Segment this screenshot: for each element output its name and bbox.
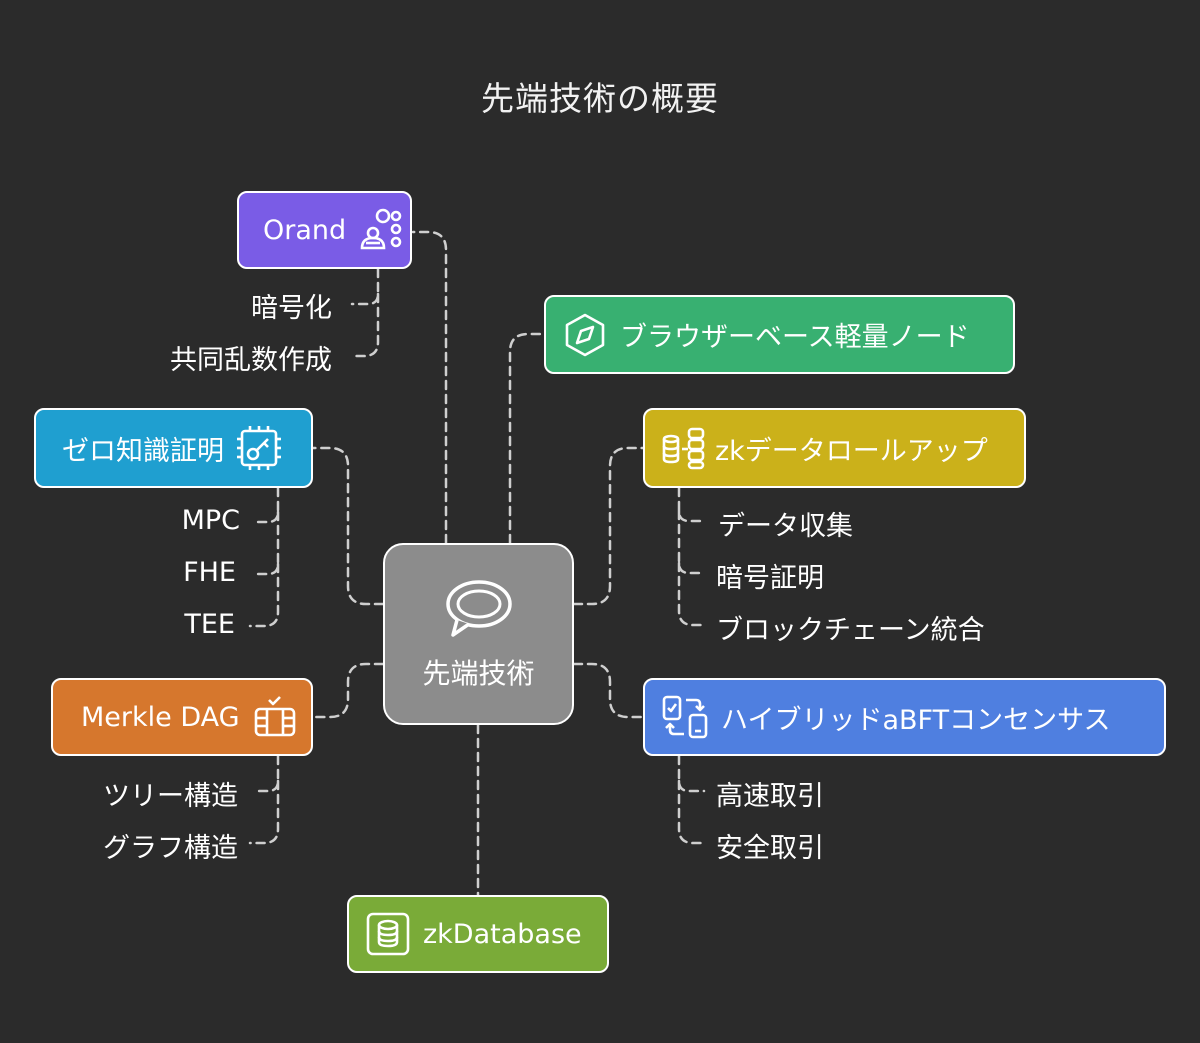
node-zk-proof-label: ゼロ知識証明: [62, 435, 224, 467]
leaf-zk-proof-1: MPC: [181, 505, 240, 536]
node-zk-proof[interactable]: ゼロ知識証明: [34, 408, 313, 488]
node-zkdatabase[interactable]: zkDatabase: [347, 895, 609, 973]
leaf-zk-rollup-1: データ収集: [718, 511, 853, 542]
node-hybrid-abft-label: ハイブリッドaBFTコンセンサス: [721, 704, 1111, 736]
leaf-zk-proof-3: TEE: [184, 609, 235, 640]
leaf-hybrid-2: 安全取引: [716, 833, 824, 864]
node-browser-light-node[interactable]: ブラウザーベース軽量ノード: [544, 295, 1015, 374]
node-merkle-dag-label: Merkle DAG: [81, 701, 240, 733]
leaf-hybrid-1: 高速取引: [716, 781, 824, 812]
chat-bubble-icon: [443, 577, 515, 646]
leaf-orand-1: 暗号化: [251, 293, 332, 324]
center-node-label: 先端技術: [422, 656, 535, 690]
node-browser-light-node-label: ブラウザーベース軽量ノード: [620, 322, 970, 353]
dag-blocks-icon: [252, 695, 298, 739]
diagram-title: 先端技術の概要: [481, 79, 719, 118]
node-zk-rollup-label: zkデータロールアップ: [715, 435, 988, 467]
leaf-merkle-1: ツリー構造: [103, 781, 238, 812]
node-orand-label: Orand: [263, 214, 347, 246]
leaf-zk-proof-2: FHE: [183, 557, 236, 588]
leaf-merkle-2: グラフ構造: [103, 833, 238, 864]
node-zk-rollup[interactable]: zkデータロールアップ: [643, 408, 1026, 488]
leaf-zk-rollup-3: ブロックチェーン統合: [716, 615, 985, 646]
compass-hexagon-icon: [562, 312, 608, 358]
node-orand[interactable]: Orand: [237, 191, 412, 269]
node-hybrid-abft[interactable]: ハイブリッドaBFTコンセンサス: [643, 678, 1166, 756]
stacked-coins-icon: [661, 425, 707, 471]
molecule-icon: [358, 208, 404, 252]
device-sync-icon: [661, 694, 709, 740]
database-icon: [365, 911, 411, 957]
leaf-zk-rollup-2: 暗号証明: [716, 563, 824, 594]
center-node[interactable]: 先端技術: [383, 543, 574, 725]
node-zkdatabase-label: zkDatabase: [423, 918, 582, 950]
node-merkle-dag[interactable]: Merkle DAG: [51, 678, 313, 756]
key-circuit-icon: [236, 425, 282, 471]
leaf-orand-2: 共同乱数作成: [170, 345, 332, 376]
